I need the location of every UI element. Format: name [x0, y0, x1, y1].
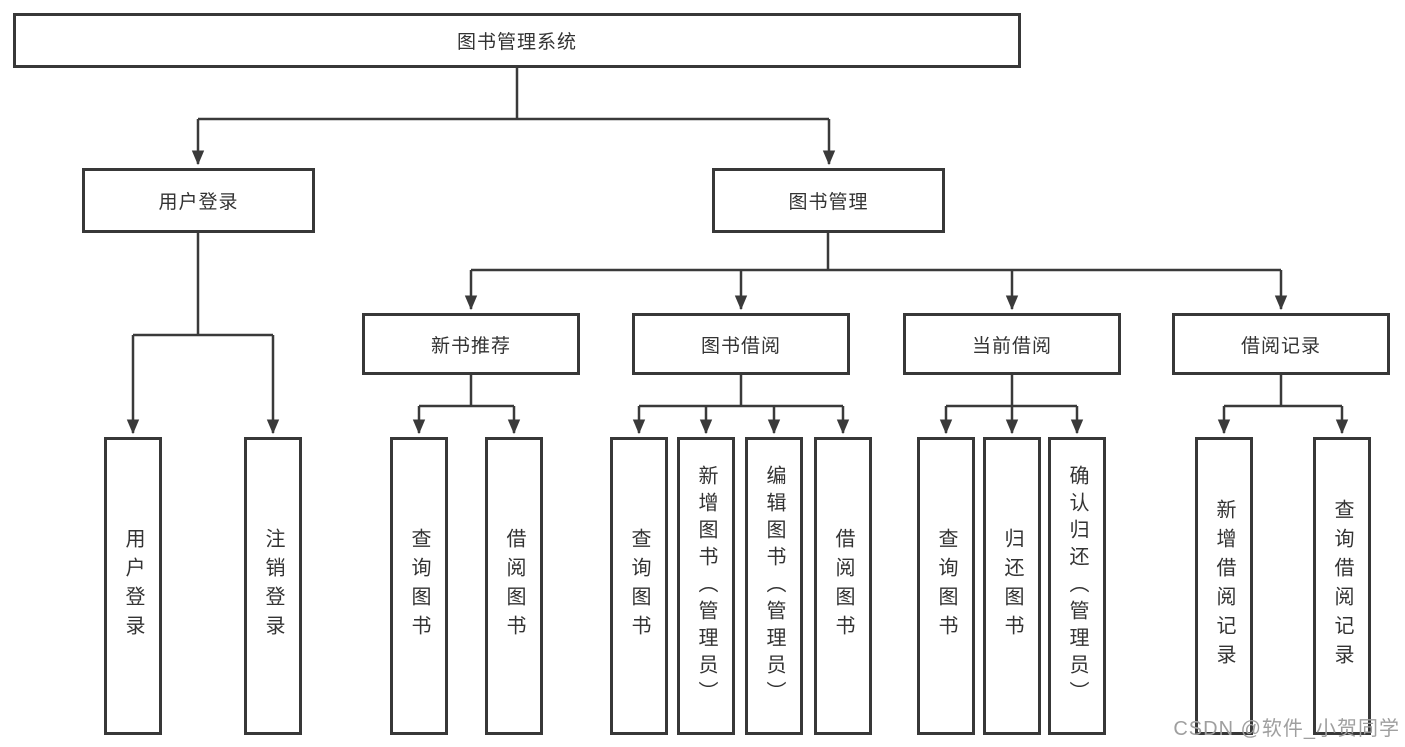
node-user-login-leaf: 用户登录: [104, 437, 162, 735]
node-borrow-books-leaf: 借阅图书: [814, 437, 872, 735]
node-user-login-branch: 用户登录: [82, 168, 315, 233]
node-borrow-books-leaf-label: 借阅图书: [832, 528, 854, 644]
node-library-system-label: 图书管理系统: [456, 32, 577, 53]
node-query-books-borrow-label: 查询图书: [628, 528, 650, 644]
node-query-books-current: 查询图书: [917, 437, 975, 735]
node-current-borrow: 当前借阅: [903, 313, 1121, 375]
node-book-management-branch-label: 图书管理: [788, 192, 869, 213]
node-query-books-borrow: 查询图书: [610, 437, 668, 735]
node-user-login-leaf-label: 用户登录: [122, 528, 144, 644]
node-borrow-books-recommend-label: 借阅图书: [503, 528, 525, 644]
node-confirm-return-admin: 确认归还（管理员）: [1048, 437, 1106, 735]
node-add-books-admin-label: 新增图书（管理员）: [695, 464, 717, 708]
node-query-borrow-record-label: 查询借阅记录: [1331, 499, 1353, 673]
node-confirm-return-admin-label: 确认归还（管理员）: [1066, 464, 1088, 708]
node-query-books-current-label: 查询图书: [935, 528, 957, 644]
watermark: CSDN @软件_小贺同学: [1173, 718, 1400, 740]
node-library-system: 图书管理系统: [13, 13, 1021, 68]
node-borrow-records-label: 借阅记录: [1240, 335, 1321, 357]
node-add-books-admin: 新增图书（管理员）: [677, 437, 735, 735]
node-borrow-records: 借阅记录: [1172, 313, 1390, 375]
node-new-book-recommend-label: 新书推荐: [430, 335, 511, 357]
node-query-borrow-record: 查询借阅记录: [1313, 437, 1371, 735]
node-query-books-recommend-label: 查询图书: [408, 528, 430, 644]
node-logout-leaf-label: 注销登录: [262, 528, 284, 644]
node-add-borrow-record-label: 新增借阅记录: [1213, 499, 1235, 673]
node-query-books-recommend: 查询图书: [390, 437, 448, 735]
node-book-borrow-label: 图书借阅: [700, 335, 781, 357]
node-add-borrow-record: 新增借阅记录: [1195, 437, 1253, 735]
node-edit-books-admin-label: 编辑图书（管理员）: [763, 464, 785, 708]
node-book-management-branch: 图书管理: [712, 168, 945, 233]
node-current-borrow-label: 当前借阅: [971, 335, 1052, 357]
node-return-books-label: 归还图书: [1001, 528, 1023, 644]
node-user-login-branch-label: 用户登录: [158, 192, 239, 213]
node-return-books: 归还图书: [983, 437, 1041, 735]
node-edit-books-admin: 编辑图书（管理员）: [745, 437, 803, 735]
node-borrow-books-recommend: 借阅图书: [485, 437, 543, 735]
node-logout-leaf: 注销登录: [244, 437, 302, 735]
node-book-borrow: 图书借阅: [632, 313, 850, 375]
node-new-book-recommend: 新书推荐: [362, 313, 580, 375]
